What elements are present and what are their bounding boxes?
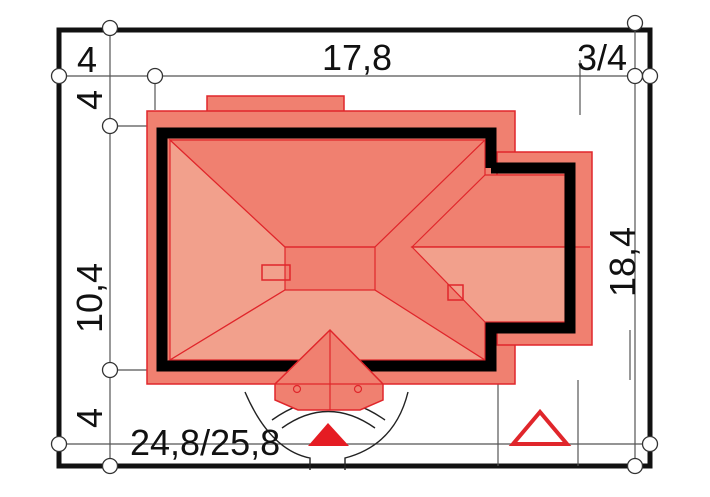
entrance-porch [274, 328, 384, 411]
dim-left-bottom: 4 [69, 408, 110, 428]
dim-top-left: 4 [77, 39, 97, 80]
skylight-1 [261, 264, 291, 281]
dim-left-middle: 10,4 [69, 263, 110, 333]
building-walls [156, 127, 576, 372]
skylight-2 [447, 284, 464, 301]
dim-bottom-plot: 24,8/25,8 [130, 422, 280, 463]
north-marker-icon [508, 408, 572, 446]
dim-top-width: 17,8 [322, 37, 392, 78]
dim-left-top: 4 [69, 90, 110, 110]
dimension-nodes [50, 14, 659, 475]
roof [146, 95, 593, 385]
dim-top-right: 3/4 [577, 37, 627, 78]
entrance-icon [308, 423, 349, 446]
plot-boundary [56, 27, 653, 469]
dim-right-depth: 18,4 [602, 227, 643, 297]
